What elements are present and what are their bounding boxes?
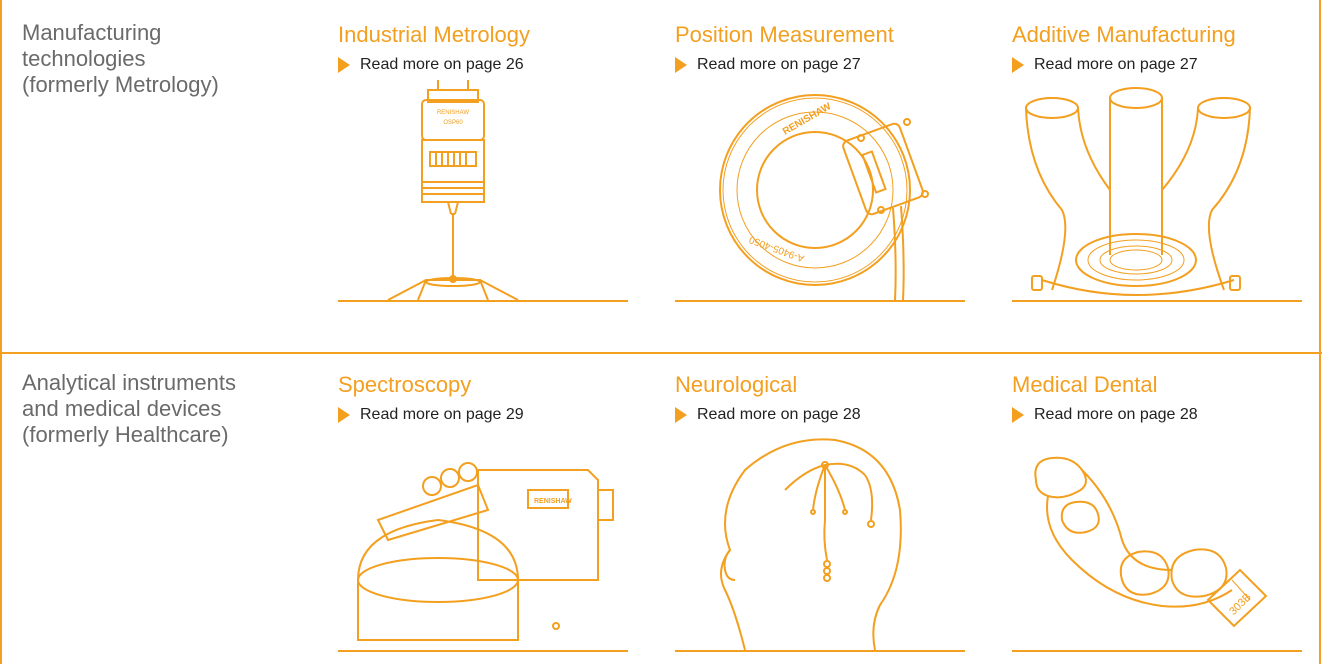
arrow-right-icon: [338, 407, 350, 423]
card-additive-manufacturing: Additive Manufacturing Read more on page…: [1012, 22, 1302, 74]
card-position-measurement: Position Measurement Read more on page 2…: [675, 22, 965, 74]
card-industrial-metrology: Industrial Metrology Read more on page 2…: [338, 22, 628, 74]
read-more-link[interactable]: Read more on page 26: [338, 56, 628, 74]
tag-label: 303B: [1227, 591, 1254, 618]
read-more-text: Read more on page 26: [360, 56, 524, 73]
category-line: and medical devices: [22, 396, 222, 421]
read-more-link[interactable]: Read more on page 28: [675, 406, 965, 424]
read-more-text: Read more on page 28: [697, 406, 861, 423]
head-electrodes-icon: [675, 430, 965, 650]
read-more-text: Read more on page 28: [1034, 406, 1198, 423]
baseline: [1012, 300, 1302, 302]
baseline: [338, 650, 628, 652]
read-more-link[interactable]: Read more on page 28: [1012, 406, 1302, 424]
card-title: Medical Dental: [1012, 372, 1158, 397]
brand-label: RENISHAW: [437, 110, 469, 116]
category-manufacturing: Manufacturing technologies (formerly Met…: [22, 20, 312, 98]
category-line: Manufacturing: [22, 20, 162, 45]
card-spectroscopy: Spectroscopy Read more on page 29: [338, 372, 628, 424]
additive-part-icon: [1012, 80, 1302, 300]
arrow-right-icon: [675, 57, 687, 73]
baseline: [338, 300, 628, 302]
arrow-right-icon: [1012, 407, 1024, 423]
encoder-ring-icon: RENISHAW A-9405-4050: [675, 80, 965, 300]
category-analytical: Analytical instruments and medical devic…: [22, 370, 312, 448]
category-line: Analytical instruments: [22, 370, 236, 395]
card-title: Position Measurement: [675, 22, 894, 47]
baseline: [1012, 650, 1302, 652]
baseline: [675, 300, 965, 302]
read-more-text: Read more on page 29: [360, 406, 524, 423]
model-label: OSP60: [443, 120, 463, 126]
dental-bridge-icon: 303B: [1012, 430, 1302, 650]
baseline: [675, 650, 965, 652]
card-medical-dental: Medical Dental Read more on page 28: [1012, 372, 1302, 424]
read-more-link[interactable]: Read more on page 27: [675, 56, 965, 74]
card-title: Additive Manufacturing: [1012, 22, 1236, 47]
read-more-text: Read more on page 27: [697, 56, 861, 73]
card-title: Industrial Metrology: [338, 22, 530, 47]
category-line: technologies: [22, 46, 146, 71]
card-title: Neurological: [675, 372, 798, 397]
card-title: Spectroscopy: [338, 372, 472, 397]
read-more-link[interactable]: Read more on page 29: [338, 406, 628, 424]
brand-label: RENISHAW: [534, 498, 572, 505]
read-more-link[interactable]: Read more on page 27: [1012, 56, 1302, 74]
arrow-right-icon: [675, 407, 687, 423]
arrow-right-icon: [1012, 57, 1024, 73]
category-line: (formerly Healthcare): [22, 422, 229, 447]
card-neurological: Neurological Read more on page 28: [675, 372, 965, 424]
arrow-right-icon: [338, 57, 350, 73]
cmm-probe-icon: RENISHAW OSP60: [338, 80, 628, 300]
raman-microscope-icon: RENISHAW: [338, 430, 628, 650]
row-divider: [0, 352, 1322, 354]
part-label: A-9405-4050: [747, 233, 806, 263]
read-more-text: Read more on page 27: [1034, 56, 1198, 73]
category-line: (formerly Metrology): [22, 72, 219, 97]
